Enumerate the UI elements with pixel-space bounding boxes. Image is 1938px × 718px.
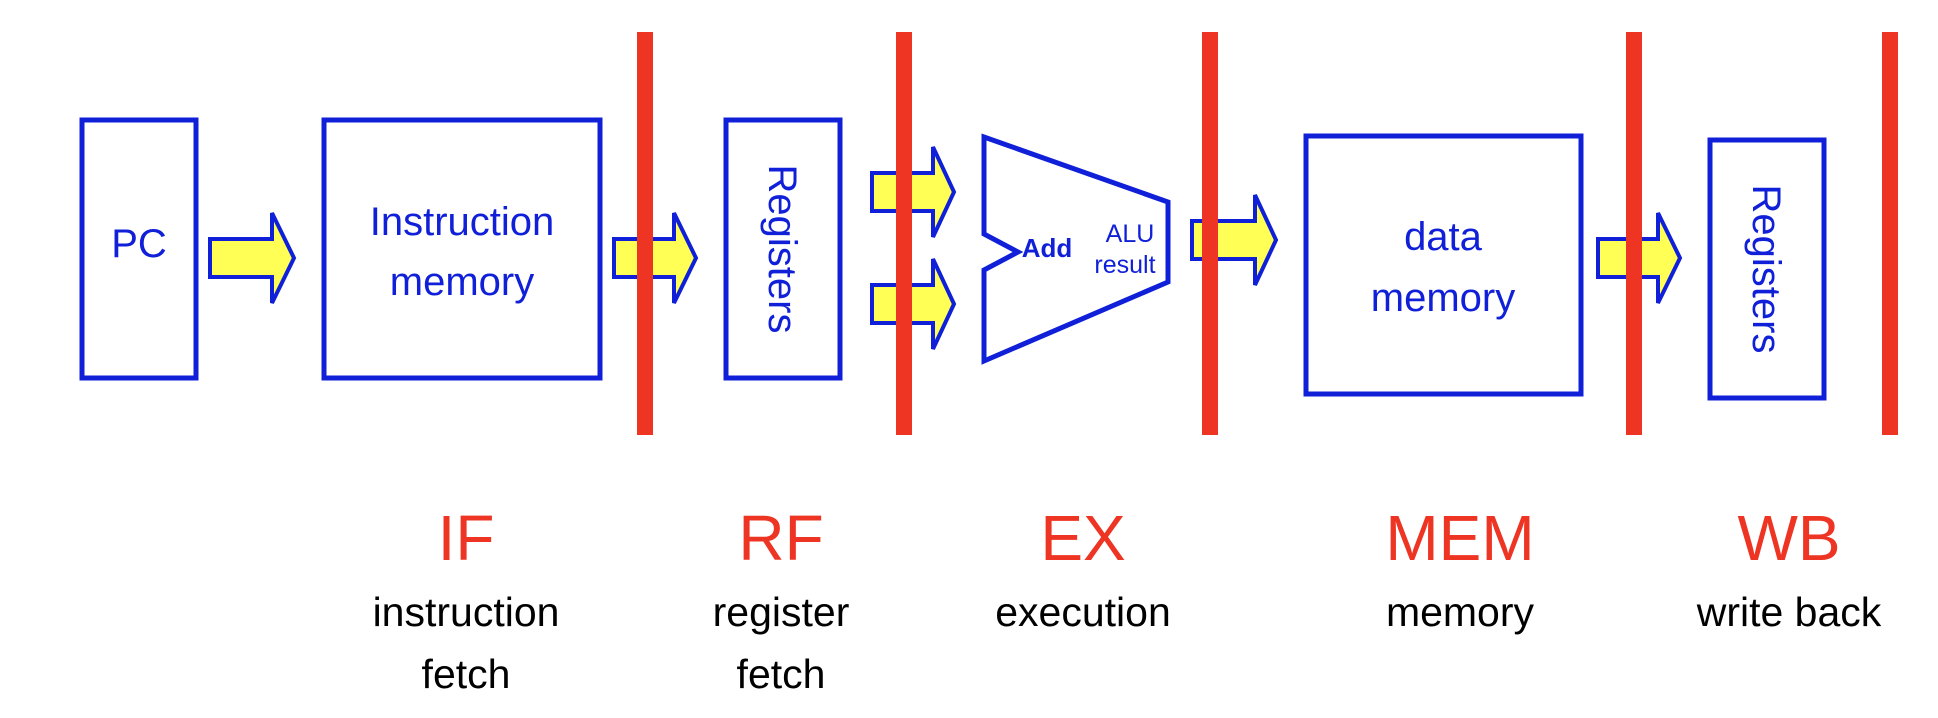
arrow-registers-to-alu-top <box>870 146 957 238</box>
data-memory-box <box>1303 133 1584 397</box>
registers-read-box <box>723 117 843 381</box>
alu-add-label: Add <box>1022 233 1073 263</box>
alu-shape <box>981 133 1171 365</box>
stage-abbr: RF <box>738 502 823 574</box>
stage-mem: MEM memory <box>1385 502 1534 635</box>
stage-desc-line1: register <box>713 589 850 635</box>
stage-if: IF instruction fetch <box>373 502 560 697</box>
pc-box <box>79 117 199 381</box>
pipeline-register-wb-end <box>1882 32 1898 435</box>
pc-label: PC <box>111 222 167 266</box>
pipeline-register-rf-ex <box>896 32 912 435</box>
stage-desc-line1: write back <box>1696 589 1882 635</box>
stage-desc-line1: memory <box>1386 589 1535 635</box>
instruction-memory-label-line2: memory <box>390 260 534 304</box>
arrow-pc-to-imem <box>208 212 297 304</box>
stage-rf: RF register fetch <box>713 502 850 697</box>
alu-result-label-line1: ALU <box>1106 220 1155 248</box>
arrow-registers-to-alu-bottom <box>870 258 957 350</box>
pipeline-register-ex-mem <box>1202 32 1218 435</box>
stage-abbr: IF <box>438 502 495 574</box>
instruction-memory-box <box>321 117 603 381</box>
pipeline-register-mem-wb <box>1626 32 1642 435</box>
stage-desc-line1: execution <box>995 589 1171 635</box>
stage-ex: EX execution <box>995 502 1171 635</box>
registers-write-label: Registers <box>1744 185 1788 354</box>
data-memory-label-line1: data <box>1404 215 1483 259</box>
stage-desc-line2: fetch <box>737 651 826 697</box>
stage-abbr: EX <box>1040 502 1125 574</box>
stage-desc-line1: instruction <box>373 589 560 635</box>
instruction-memory-label-line1: Instruction <box>370 200 555 244</box>
pipeline-register-if-rf <box>637 32 653 435</box>
data-memory-label-line2: memory <box>1371 276 1515 320</box>
arrow-imem-to-registers <box>612 212 699 304</box>
stage-abbr: WB <box>1737 502 1840 574</box>
stage-abbr: MEM <box>1385 502 1534 574</box>
stage-wb: WB write back <box>1696 502 1882 635</box>
alu-result-label-line2: result <box>1094 251 1155 279</box>
stage-desc-line2: fetch <box>422 651 511 697</box>
registers-read-label: Registers <box>760 165 804 334</box>
registers-write-box <box>1707 137 1827 401</box>
